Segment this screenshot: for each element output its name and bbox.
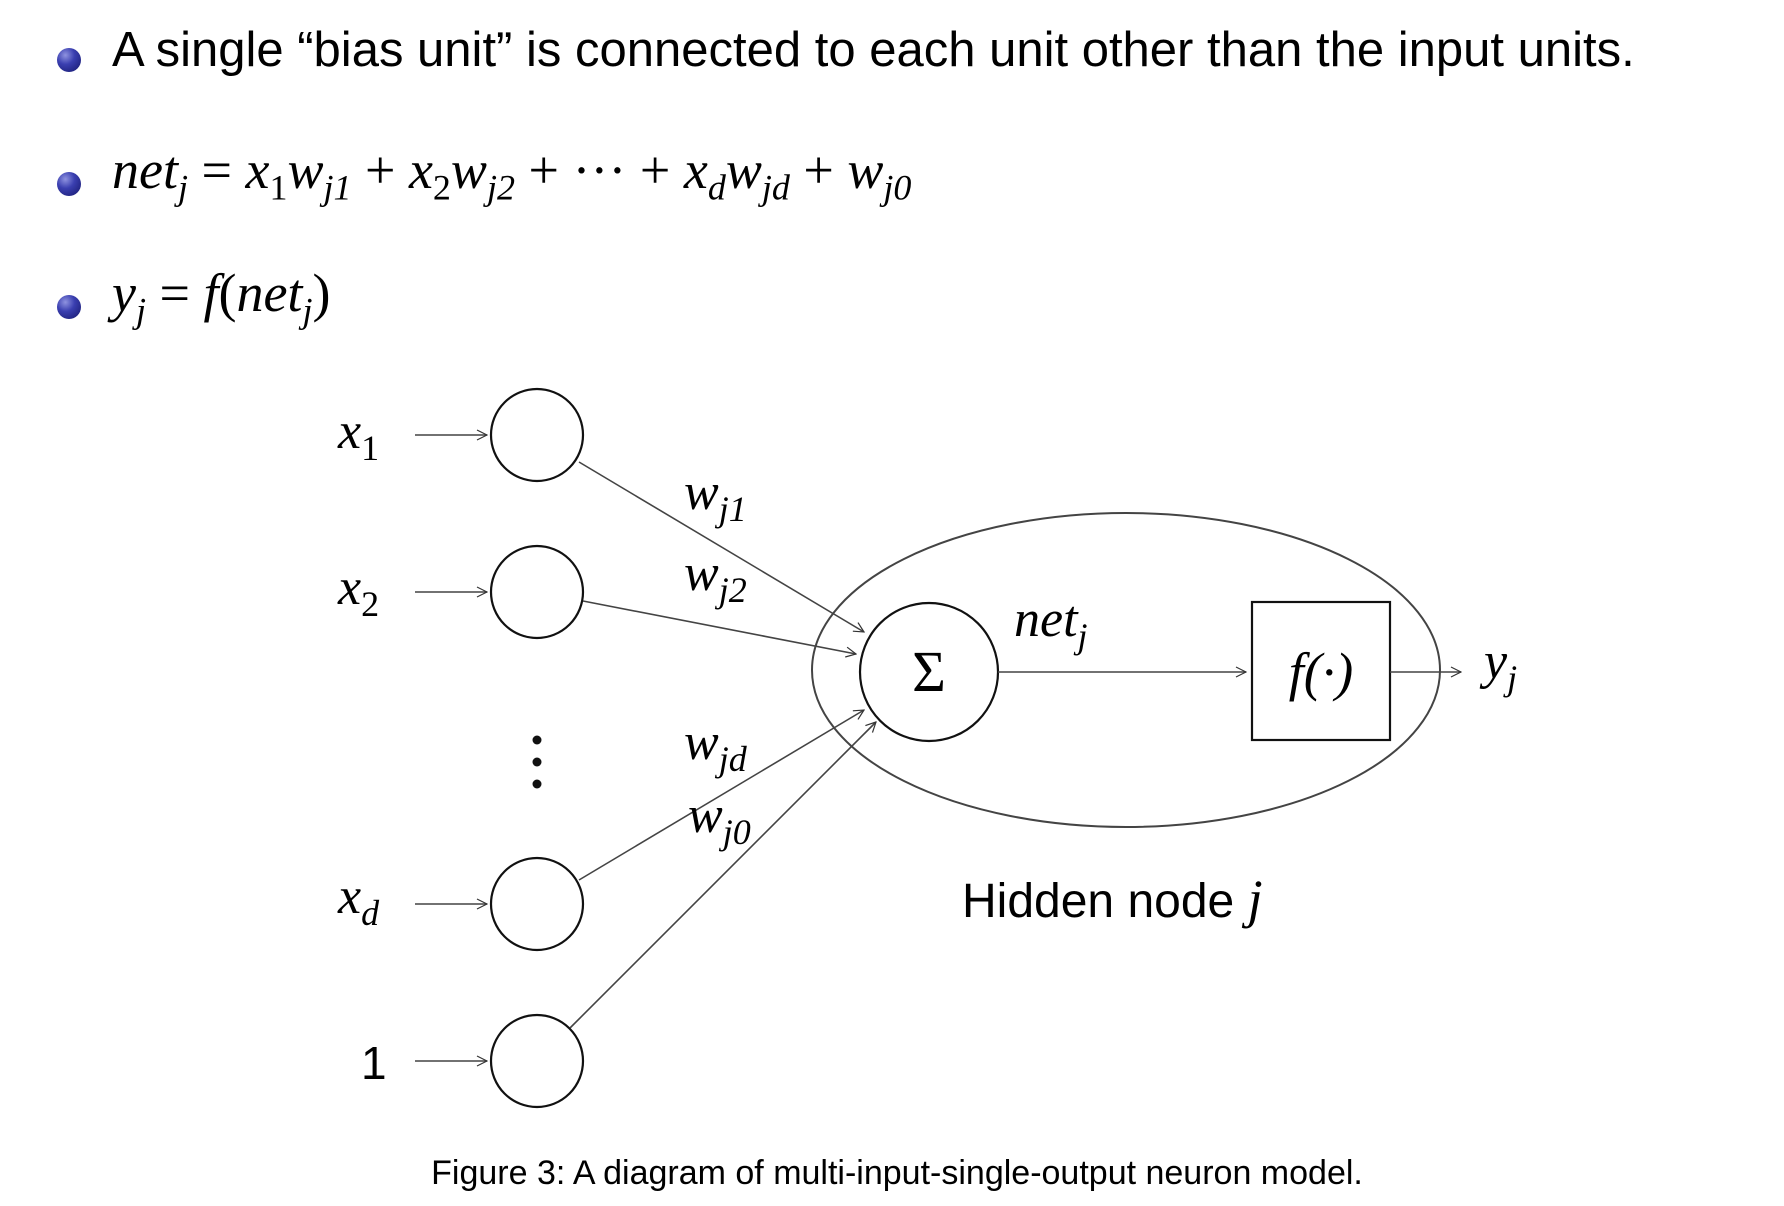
input-label-x2: x2 [337,559,379,624]
bullet-icon [57,48,81,72]
bullet-icon [57,295,81,319]
connection-wj0 [569,722,876,1029]
connection-wjd [578,710,864,881]
bullet-icon [57,172,81,196]
hidden-node-boundary [811,512,1441,828]
net-equation: netj = x1wj1 + x2wj2 + ··· + xdwjd + wj0 [112,140,912,208]
input-node-xd [489,856,585,952]
input-node-x2 [489,544,585,640]
input-label-x1: x1 [337,403,379,468]
vdots-icon [532,735,542,789]
input-node-x1 [489,387,585,483]
weight-label-wjd: wjd [684,714,748,779]
figure-caption: Figure 3: A diagram of multi-input-singl… [431,1154,1363,1192]
weight-label-wj2: wj2 [684,545,747,610]
output-label: yj [1479,633,1517,698]
input-node-bias [489,1013,585,1109]
bias-unit-text: A single “bias unit” is connected to eac… [112,23,1635,77]
hidden-node-caption: Hidden node j [962,869,1263,929]
net-label: netj [1014,591,1088,656]
weight-label-wj1: wj1 [684,464,747,529]
weight-label-wj0: wj0 [688,787,751,852]
activation-box [1250,600,1392,742]
input-label-bias: 1 [361,1037,387,1089]
input-label-xd: xd [337,868,380,933]
connection-wj1 [578,461,864,632]
activation-label: f(·) [1289,642,1353,702]
summation-symbol: Σ [912,639,946,704]
output-equation: yj = f(netj) [112,263,331,331]
connection-wj2 [582,600,856,654]
